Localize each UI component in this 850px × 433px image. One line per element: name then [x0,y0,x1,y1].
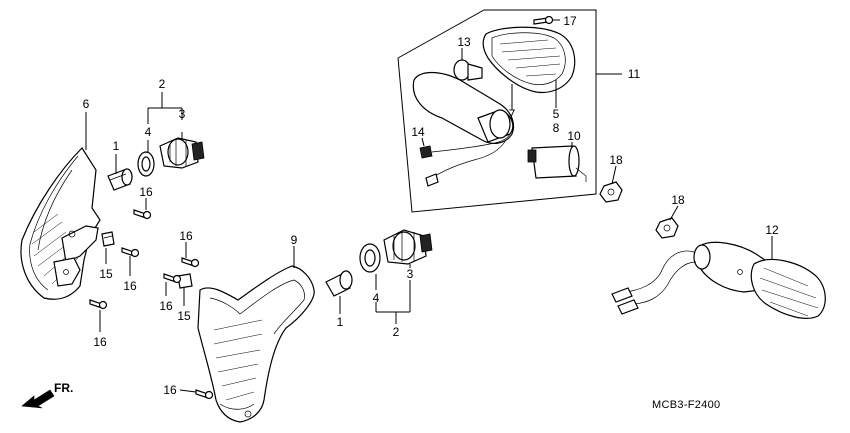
front-arrow: FR. [21,381,73,409]
callout-3-left: 3 [179,107,186,121]
center-clip-15 [177,273,193,289]
left-socket-3 [159,137,205,169]
center-gasket-4 [359,243,381,273]
center-bulb-1 [325,270,353,297]
rear-housing-7 [412,71,515,144]
left-bulb-1 [107,168,133,191]
center-socket-3 [383,229,433,265]
callout-8: 8 [553,121,560,135]
screw-16-left-low [89,299,108,310]
callout-16-center-mid: 16 [159,299,173,313]
center-screw-16a [181,257,200,268]
callout-11: 11 [628,67,641,81]
callout-15-left: 15 [99,267,113,281]
screw-17 [533,15,554,25]
front-label: FR. [54,381,73,395]
callout-2-left: 2 [159,77,166,91]
callout-15-center: 15 [177,309,191,323]
center-screw-16b [163,273,182,284]
callout-7: 7 [509,107,516,121]
callout-16-center-low: 16 [163,383,177,397]
turn-signal-12 [611,241,826,319]
screw-16-left-mid [121,247,140,258]
diagram-code: MCB3-F2400 [652,399,720,411]
leader-lines [85,19,773,393]
callout-labels: 6 1 2 3 4 16 15 16 16 16 16 15 16 9 1 3 … [83,14,779,397]
callout-13: 13 [457,35,471,49]
front-arrow-icon [21,389,55,409]
callout-6: 6 [83,97,90,111]
callout-16-center-top: 16 [179,229,193,243]
callout-9: 9 [291,233,298,247]
callout-14: 14 [411,125,425,139]
callout-10: 10 [567,129,581,143]
callout-4-left: 4 [145,125,152,139]
nut-18-lower [655,217,679,239]
callout-5: 5 [553,107,560,121]
callout-12: 12 [765,223,779,237]
callout-4-center: 4 [373,291,380,305]
callout-16-left-low: 16 [93,335,107,349]
callout-18-upper: 18 [609,153,623,167]
nut-18-upper [599,181,623,203]
left-screw-16 [133,209,152,220]
relay-10 [527,145,587,182]
callout-2-center: 2 [393,325,400,339]
callout-1-center: 1 [337,315,344,329]
callout-17: 17 [563,14,577,28]
callout-3-center: 3 [407,267,414,281]
left-gasket-4 [137,151,155,177]
center-lens [197,265,315,423]
callout-1-left: 1 [113,139,120,153]
callout-18-lower: 18 [671,193,685,207]
grommet-14 [419,133,511,187]
lens-frame-5 [482,26,576,94]
left-fairing-lens [20,147,101,300]
bulb-13 [453,59,483,81]
callout-16-left-top: 16 [139,185,153,199]
clip-15-left [101,231,115,247]
center-screw-16c [195,389,214,400]
turn-signal-box [397,9,597,213]
callout-16-left-mid: 16 [123,279,137,293]
